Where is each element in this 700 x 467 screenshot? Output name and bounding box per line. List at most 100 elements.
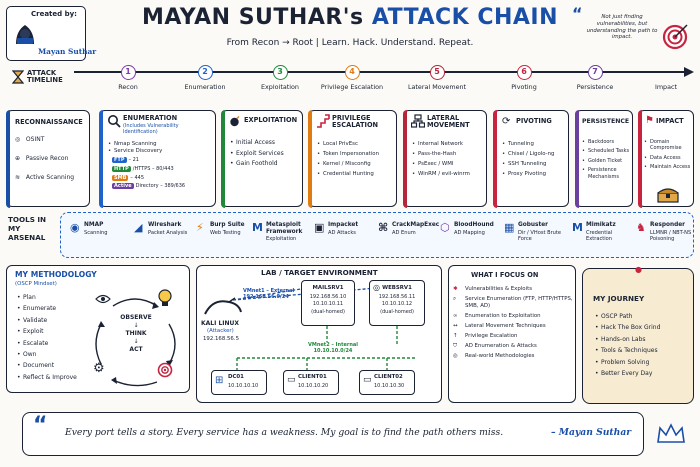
tool-desc: Exploitation — [266, 236, 297, 242]
timeline-label: ATTACK TIMELINE — [27, 69, 63, 85]
timeline-step-label: Recon — [118, 83, 138, 91]
server-ip: 10.10.10.12 — [381, 301, 413, 307]
lateral-list: Internal Network Pass-the-Hash PsExec / … — [412, 141, 488, 181]
list-item: ↑Privilege Escalation — [453, 332, 518, 339]
enum-subtitle: (Includes Vulnerability Identification) — [123, 123, 179, 136]
stage-title: EXPLOITATION — [244, 116, 298, 124]
tool-desc: Scanning — [84, 230, 108, 236]
list-item: Maintain Access — [644, 164, 694, 171]
header-quote-text: Not just finding vulnerabilities, but un… — [586, 14, 658, 41]
methodology-title: MY METHODOLOGY — [15, 270, 97, 279]
gear-icon: ⚙ — [93, 361, 105, 376]
list-item: Nmap Scanning — [108, 141, 213, 148]
stage-title: PIVOTING — [516, 117, 552, 125]
stage-recon: RECONNAISSANCE ◎ OSINT ⊕ Passive Recon ≋… — [5, 109, 90, 208]
flag-icon: ⚑ — [645, 115, 654, 126]
timeline-step-number: 5 — [429, 65, 445, 80]
list-item: Scheduled Tasks — [582, 148, 634, 155]
websrv-box: ◎ WEBSRV1 192.168.56.11 10.10.10.12 (dua… — [369, 280, 425, 326]
tool-name: Impacket — [328, 222, 359, 228]
server-note: (dual-homed) — [380, 309, 414, 315]
stage-title: RECONNAISSANCE — [15, 118, 83, 126]
kali-role: (Attacker) — [207, 328, 234, 334]
tool-name: Burp Suite — [210, 222, 245, 228]
list-item: SSH Tunneling — [502, 161, 570, 168]
list-item: Gain Foothold — [230, 160, 302, 168]
list-item: ↔Lateral Movement Techniques — [453, 322, 546, 329]
mimikatz-icon: M — [572, 221, 583, 234]
lab-panel: LAB / TARGET ENVIRONMENT VMnet1 – Extern… — [196, 265, 442, 403]
title-part1: MAYAN SUTHAR's — [141, 5, 364, 30]
focus-title: WHAT I FOCUS ON — [471, 271, 539, 279]
hourglass-icon — [12, 70, 24, 84]
list-item: Exploit Services — [230, 150, 302, 158]
tool-desc: Dir / VHost Brute Force — [518, 230, 562, 243]
list-item: Exploit — [17, 328, 87, 336]
footer-quote-box: “ Every port tells a story. Every servic… — [22, 412, 644, 456]
pin-icon: ● — [635, 265, 642, 274]
cycle-arrow-icon: ↓ — [133, 322, 139, 329]
tool-name: Mimikatz — [586, 222, 616, 228]
list-item: WinRM / evil-winrm — [412, 171, 488, 178]
small-target-icon — [157, 362, 173, 378]
tool-name: Wireshark — [148, 222, 182, 228]
stage-impact: ⚑ IMPACT Domain Compromise Data Access M… — [637, 109, 694, 208]
arsenal-label: TOOLS IN MY ARSENAL — [8, 215, 47, 242]
stage-privesc: PRIVILEGE ESCALATION Local PrivEsc Token… — [307, 109, 397, 208]
treasure-chest-icon — [657, 188, 679, 203]
stairs-arrow-icon — [317, 114, 330, 128]
list-item: Local PrivEsc — [317, 141, 397, 148]
cycle-act: ACT — [129, 346, 143, 353]
list-item: Token Impersonation — [317, 151, 397, 158]
tool-desc: AD Attacks — [328, 230, 356, 236]
timeline-step-number: 7 — [587, 65, 603, 80]
server-name: WEBSRV1 — [382, 285, 412, 291]
footer-quote: Every port tells a story. Every service … — [65, 427, 504, 438]
timeline-step-label: Privilege Escalation — [320, 83, 384, 91]
timeline-step-number: 4 — [344, 65, 360, 80]
tool-name: Responder — [650, 222, 686, 228]
pivot-list: Tunneling Chisel / Ligolo-ng SSH Tunneli… — [502, 141, 570, 181]
server-ip: 192.168.56.11 — [378, 294, 416, 300]
timeline-step-label: Exploitation — [260, 83, 299, 91]
stage-title: PRIVILEGE ESCALATION — [332, 114, 379, 130]
globe-icon: ◎ — [453, 352, 458, 359]
monitor-icon: ▭ — [287, 375, 296, 385]
list-item: ✱Vulnerabilities & Exploits — [453, 286, 533, 292]
arrows-icon: ↔ — [453, 322, 458, 329]
list-item: ∞Enumeration to Exploitation — [453, 312, 541, 319]
port-text: /HTTPS – 80/443 — [132, 165, 174, 172]
shield-icon: ⛉ — [453, 342, 458, 349]
page-title: MAYAN SUTHAR's ATTACK CHAIN — [0, 4, 700, 32]
methodology-panel: MY METHODOLOGY (OSCP Mindset) Plan Enume… — [6, 265, 190, 393]
list-item: Tunneling — [502, 141, 570, 148]
search-icon: ⌕ — [453, 295, 457, 302]
list-item: Domain Compromise — [644, 139, 694, 152]
bomb-icon — [230, 116, 240, 127]
list-item: Validate — [17, 317, 87, 325]
list-item: Proxy Pivoting — [502, 171, 570, 178]
vmnet2-label: VMnet2 – Internal 10.10.10.0/24 — [293, 342, 373, 355]
globe-icon: ◎ — [15, 136, 21, 143]
timeline-step-number: 6 — [516, 65, 532, 80]
stage-enumeration: ENUMERATION (Includes Vulnerability Iden… — [98, 109, 216, 208]
monitor-icon: ▭ — [363, 375, 372, 385]
port-tag: SMB — [112, 174, 129, 181]
timeline-arrow — [74, 67, 694, 77]
journey-list: OSCP Path Hack The Box Grind Hands-on La… — [595, 313, 691, 381]
port-tag: Active — [112, 183, 134, 190]
kali-name: KALI LINUX — [201, 320, 240, 327]
enum-list: Nmap Scanning Service Discovery — [108, 141, 213, 155]
journey-scroll: ● MY JOURNEY OSCP Path Hack The Box Grin… — [582, 265, 694, 404]
magnifier-icon — [108, 115, 121, 128]
list-item: Tools & Techniques — [595, 347, 691, 355]
focus-list: ✱Vulnerabilities & Exploits ⌕Service Enu… — [453, 286, 575, 363]
stage-pivoting: ⟳ PIVOTING Tunneling Chisel / Ligolo-ng … — [492, 109, 570, 208]
port-tag: HTTP — [112, 165, 131, 172]
timeline-step-label: Lateral Movement — [407, 83, 467, 91]
page-subtitle: From Recon → Root | Learn. Hack. Underst… — [226, 38, 474, 48]
list-item: Hands-on Labs — [595, 336, 691, 344]
stage-title: IMPACT — [656, 117, 684, 125]
tool-desc: AD Enum — [392, 230, 416, 236]
tool-name: BloodHound — [454, 222, 494, 228]
